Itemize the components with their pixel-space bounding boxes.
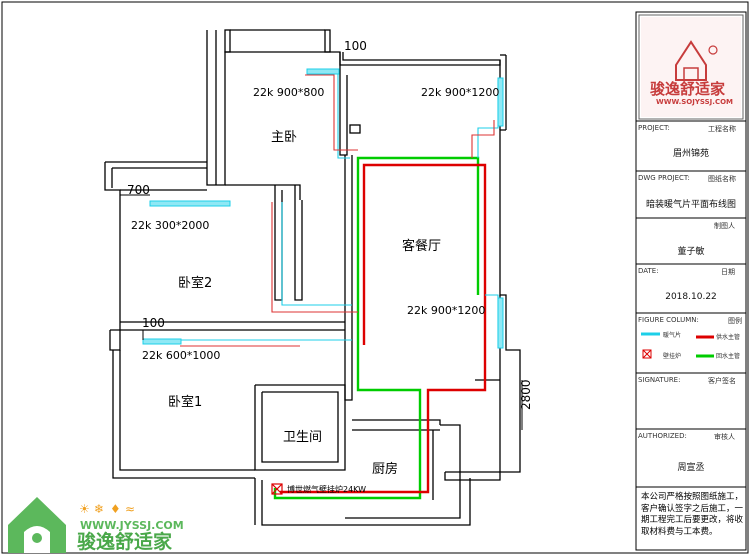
legend [641,332,714,359]
dwg-name: 暗装暖气片平面布线图 [645,200,736,210]
radiator-bedroom2 [149,200,231,207]
drawer-name: 董子敏 [677,247,705,257]
drawer-label-cn: 制图人 [714,222,735,230]
radiators [142,68,504,349]
footer-url: WWW.JYSSJ.COM [80,519,184,532]
snowflake-icon: ❄ [94,502,105,516]
dimension-right-2800: 2800 [519,379,533,410]
radiator-living [497,297,504,349]
room-label-bathroom: 卫生间 [283,430,323,445]
radiator-master [306,68,340,75]
radiator-bedroom1 [142,338,182,345]
return-pipe-main [356,156,480,340]
branch-cyan-bedroom2 [281,202,352,306]
dimension-left-700: 700 [127,183,150,197]
branch-cyan-master [308,71,350,159]
radiator-label-north-east: 22k 900*1200 [421,86,500,99]
title-block-note: 本公司严格按照图纸施工，客户确认签字之后施工，一期工程完工后要更改，将收取材料费… [641,492,744,537]
legend-radiator: 暖气片 [663,332,682,339]
radiator-label-bedroom2: 22k 300*2000 [131,219,210,232]
title-logo-url: WWW.SOJYSSJ.COM [656,98,734,106]
title-logo [641,17,741,117]
date-label: DATE: [638,267,659,275]
branch-red-master [305,74,358,151]
room-label-bedroom1: 卧室1 [168,395,203,410]
figure-label-cn: 图例 [728,317,742,325]
authorized-label-cn: 审核人 [714,433,735,441]
wind-icon: ≈ [125,502,136,516]
radiator-label-master: 22k 900*800 [253,86,325,99]
room-label-kitchen: 厨房 [372,462,399,477]
date-value: 2018.10.22 [665,292,717,302]
project-name: 眉州锦苑 [672,149,709,159]
dimension-top-100: 100 [344,39,367,53]
legend-red-line: 供水主管 [716,334,741,341]
dwg-label-cn: 图纸名称 [708,175,736,183]
footer-brand: 骏逸舒适家 [77,531,173,553]
supply-pipe [280,163,487,494]
authorized-name: 周宣丞 [677,463,705,473]
signature-label: SIGNATURE: [638,376,681,384]
figure-label: FIGURE COLUMN: [638,316,699,324]
sun-icon: ☀ [79,502,90,516]
room-label-living: 客餐厅 [402,239,442,254]
dwg-label: DWG PROJECT: [638,174,690,182]
branch-red-ne [471,120,495,158]
radiator-north-east [497,77,504,127]
room-label-master: 主卧 [271,130,298,145]
radiator-label-living: 22k 900*1200 [407,304,486,317]
boiler-label: 博世燃气壁挂炉24KW [287,485,367,494]
walls [104,29,521,526]
footer-logo-house [8,497,66,553]
authorized-label: AUTHORIZED: [638,432,687,440]
title-logo-text: 骏逸舒适家 [650,80,726,98]
project-label: PROJECT: [638,124,670,132]
legend-boiler: 壁挂炉 [663,353,682,360]
branch-red-bedroom2 [271,202,358,313]
radiator-label-bedroom1: 22k 600*1000 [142,349,221,362]
room-label-bedroom2: 卧室2 [178,276,213,291]
water-drop-icon: ♦ [110,502,121,516]
dimension-mid-100: 100 [142,316,165,330]
return-pipe [273,340,422,500]
signature-label-cn: 客户签名 [708,377,736,385]
project-label-cn: 工程名称 [708,125,736,133]
boiler-symbol [271,483,283,495]
legend-green-line: 回水主管 [716,353,741,360]
branch-cyan-living [485,294,499,348]
date-label-cn: 日期 [721,268,735,276]
title-block [635,11,747,551]
